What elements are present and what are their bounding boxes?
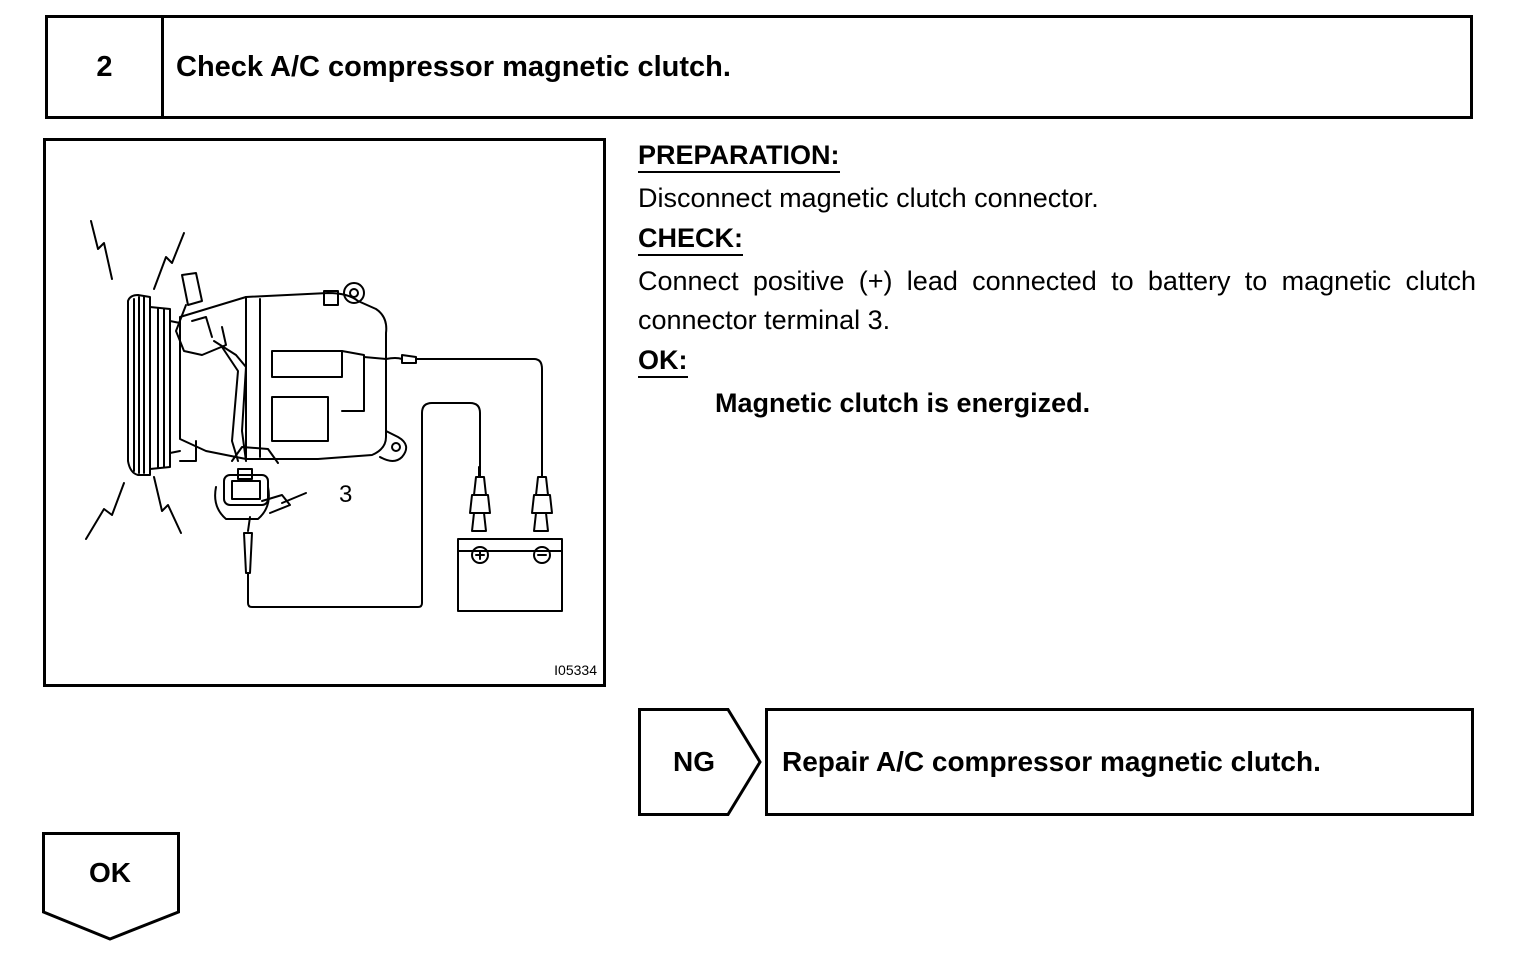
step-header: 2 Check A/C compressor magnetic clutch. bbox=[45, 15, 1473, 119]
test-lead-negative bbox=[243, 402, 481, 608]
ng-label: NG bbox=[673, 746, 715, 777]
figure-id: I05334 bbox=[554, 662, 597, 678]
terminal-callout: 3 bbox=[339, 481, 353, 508]
top-bracket bbox=[175, 272, 247, 462]
compressor-body bbox=[179, 282, 408, 462]
preparation-heading: PREPARATION: bbox=[638, 139, 840, 173]
test-lead-positive bbox=[363, 354, 543, 478]
vibration-line-top-right bbox=[153, 232, 185, 290]
step-title: Check A/C compressor magnetic clutch. bbox=[176, 50, 731, 83]
preparation-text: Disconnect magnetic clutch connector. bbox=[638, 183, 1099, 213]
pulley bbox=[127, 294, 181, 476]
vibration-line-bottom-left bbox=[85, 482, 125, 540]
ng-action-box: Repair A/C compressor magnetic clutch. bbox=[765, 708, 1474, 816]
vibration-line-bottom-right bbox=[153, 476, 182, 534]
check-text: Connect positive (+) lead connected to b… bbox=[638, 265, 1476, 336]
vibration-line-top-left bbox=[90, 220, 113, 280]
battery-clamp-left bbox=[469, 466, 491, 532]
ok-result-text: Magnetic clutch is energized. bbox=[715, 387, 1091, 418]
ok-label: OK bbox=[89, 857, 131, 888]
instructions: PREPARATION: Disconnect magnetic clutch … bbox=[638, 136, 1476, 423]
compressor-wiring-figure: 3 I05334 bbox=[43, 138, 606, 687]
ok-heading: OK: bbox=[638, 344, 688, 378]
check-heading: CHECK: bbox=[638, 222, 743, 256]
ng-arrow-shape bbox=[638, 708, 762, 816]
compressor-illustration bbox=[85, 220, 563, 612]
ok-arrow-shape bbox=[42, 832, 180, 941]
battery bbox=[457, 538, 563, 612]
clutch-connector bbox=[214, 446, 307, 520]
battery-clamp-right bbox=[531, 476, 553, 532]
step-number: 2 bbox=[48, 18, 164, 116]
